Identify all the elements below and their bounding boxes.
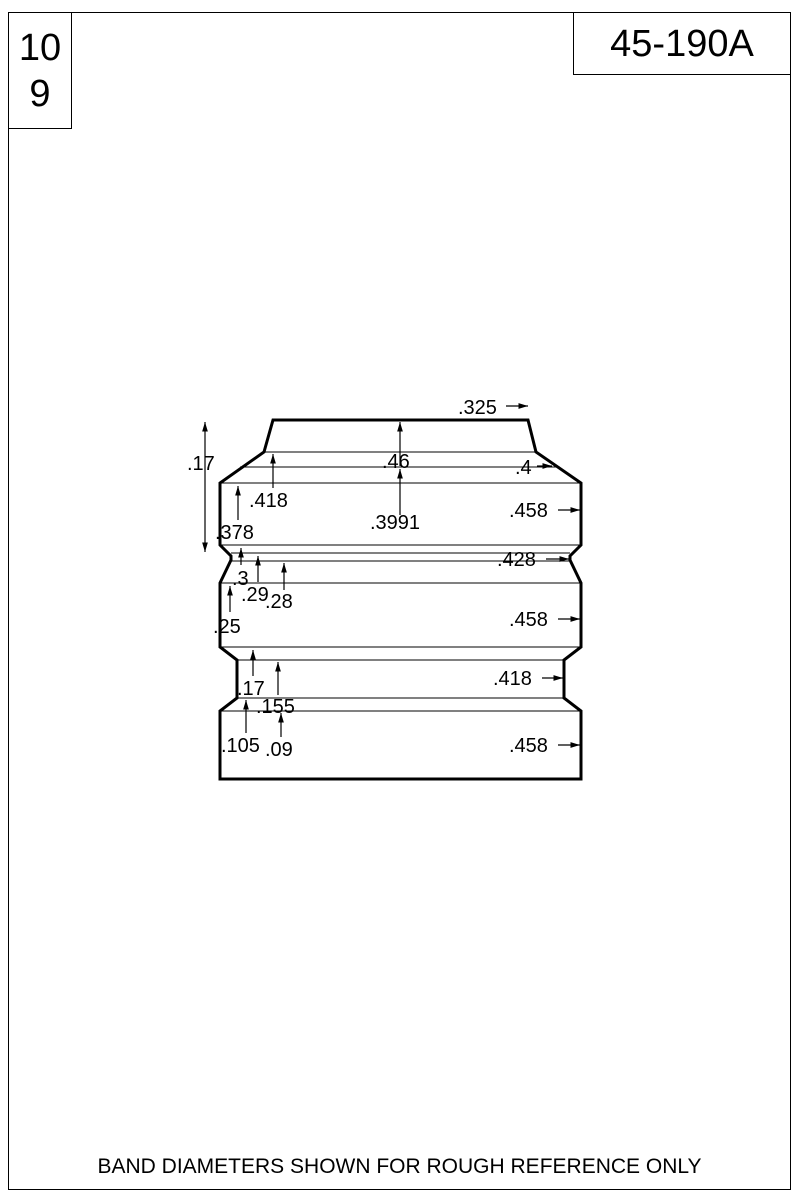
dim-overall-height: .17	[187, 453, 215, 475]
sheet-number-top: 10	[18, 27, 62, 69]
dim-band1-diameter: .458	[509, 500, 548, 522]
sheet-number-bottom: 9	[29, 73, 51, 115]
dim-groove2-diameter: .418	[493, 668, 532, 690]
dim-378: .378	[215, 522, 254, 544]
part-number: 45-190A	[610, 23, 754, 65]
dimension-arrows	[202, 403, 580, 748]
dim-3: .3	[232, 568, 249, 590]
dim-155: .155	[256, 696, 295, 718]
dimension-labels: .325 .17 .46 .4 .418 .3991 .458 .378 .42…	[187, 397, 548, 761]
dim-25: .25	[213, 616, 241, 638]
dim-418-upper: .418	[249, 490, 288, 512]
reference-note: BAND DIAMETERS SHOWN FOR ROUGH REFERENCE…	[97, 1155, 702, 1178]
dim-shoulder-diameter: .4	[515, 457, 532, 479]
dim-top-width: .325	[458, 397, 497, 419]
dim-17-lower: .17	[237, 678, 265, 700]
sheet-number-box: 10 9	[8, 12, 72, 129]
dim-band2-diameter: .458	[509, 609, 548, 631]
dim-29: .29	[241, 584, 269, 606]
dim-band3-diameter: .458	[509, 735, 548, 757]
dim-groove1-diameter: .428	[497, 549, 536, 571]
drawing-frame	[8, 12, 791, 1190]
dim-3991: .3991	[370, 512, 420, 534]
dim-09: .09	[265, 739, 293, 761]
reference-lines	[220, 451, 581, 712]
dim-28: .28	[265, 591, 293, 613]
dim-105: .105	[221, 735, 260, 757]
dim-top-diameter: .46	[382, 451, 410, 473]
part-number-box: 45-190A	[573, 12, 791, 75]
